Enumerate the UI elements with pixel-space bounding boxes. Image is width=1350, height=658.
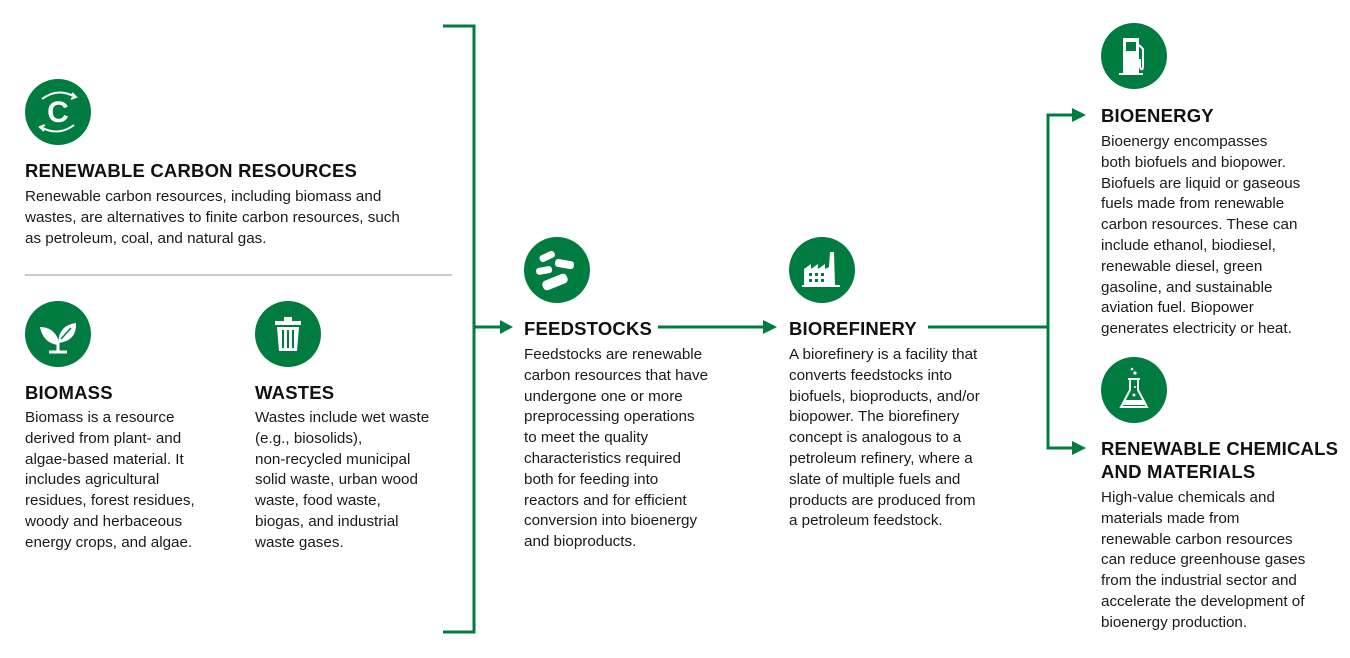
text-line: fuels made from renewable: [1101, 195, 1285, 213]
biomass-title: BIOMASS: [25, 382, 113, 403]
text-line: gasoline, and sustainable: [1101, 278, 1273, 296]
text-line: non-recycled municipal: [255, 450, 411, 468]
text-line: biofuels, bioproducts, and/or: [789, 387, 980, 405]
text-line: derived from plant- and: [25, 429, 182, 447]
text-line: biopower. The biorefinery: [789, 408, 960, 426]
text-line: generates electricity or heat.: [1101, 320, 1292, 338]
text-line: aviation fuel. Biopower: [1101, 299, 1254, 317]
flask-icon: [1101, 357, 1167, 423]
svg-text:C: C: [47, 96, 69, 129]
text-line: includes agricultural: [25, 471, 160, 489]
text-line: Bioenergy encompasses: [1101, 133, 1268, 150]
plant-icon: [25, 301, 91, 367]
bioenergy-title: BIOENERGY: [1101, 105, 1214, 126]
text-line: Feedstocks are renewable: [524, 346, 703, 363]
text-line: bioenergy production.: [1101, 613, 1248, 631]
carbon-cycle-icon: C: [25, 79, 91, 145]
trash-icon: [255, 301, 321, 367]
arrowhead: [763, 320, 777, 334]
text-line: algae-based material. It: [25, 450, 184, 468]
text-line: both for feeding into: [524, 470, 659, 488]
biorefinery-description: A biorefinery is a facility that converts…: [789, 345, 980, 532]
text-line: accelerate the development of: [1101, 592, 1305, 610]
text-line: waste gases.: [255, 533, 344, 551]
text-line: from the industrial sector and: [1101, 572, 1297, 590]
text-line: both biofuels and biopower.: [1101, 153, 1286, 171]
text-line: reactors and for efficient: [524, 491, 687, 509]
factory-icon: [789, 237, 855, 303]
arrowhead: [1072, 108, 1086, 122]
text-line: undergone one or more: [524, 387, 683, 405]
text-line: concept is analogous to a: [789, 429, 962, 447]
text-line: A biorefinery is a facility that: [789, 346, 978, 363]
wastes-title: WASTES: [255, 382, 335, 403]
chemicals-description: High-value chemicals and materials made f…: [1101, 488, 1305, 634]
text-line: Wastes include wet waste: [255, 409, 430, 426]
feedstocks-title: FEEDSTOCKS: [524, 318, 653, 339]
renewable-title: RENEWABLE CARBON RESOURCES: [25, 160, 358, 181]
text-line: to meet the quality: [524, 429, 649, 447]
arrowhead: [500, 320, 513, 334]
text-line: High-value chemicals and: [1101, 489, 1275, 506]
text-line: waste, food waste,: [255, 492, 381, 510]
wastes-description: Wastes include wet waste (e.g., biosolids…: [255, 408, 429, 554]
split-connector: [1046, 113, 1075, 450]
text-line: a petroleum feedstock.: [789, 512, 943, 530]
text-line: wastes, are alternatives to finite carbo…: [25, 208, 400, 226]
text-line: Biomass is a resource: [25, 409, 175, 426]
text-line: residues, forest residues,: [25, 492, 195, 510]
text-line: slate of multiple fuels and: [789, 470, 961, 488]
text-line: (e.g., biosolids),: [255, 429, 363, 447]
text-line: products are produced from: [789, 491, 976, 509]
text-line: energy crops, and algae.: [25, 533, 193, 551]
text-line: characteristics required: [524, 449, 681, 467]
fuel-pump-icon: [1101, 23, 1167, 89]
feedstock-pellets-icon: [524, 237, 590, 303]
text-line: solid waste, urban wood: [255, 471, 418, 489]
bracket: [443, 24, 476, 634]
biomass-description: Biomass is a resource derived from plant-…: [25, 408, 195, 554]
text-line: biogas, and industrial: [255, 512, 399, 530]
text-line: Renewable carbon resources, including bi…: [25, 188, 382, 205]
biorefinery-title: BIOREFINERY: [789, 318, 917, 339]
text-line: materials made from: [1101, 509, 1240, 527]
text-line: Biofuels are liquid or gaseous: [1101, 174, 1301, 192]
text-line: as petroleum, coal, and natural gas.: [25, 229, 267, 247]
text-line: renewable diesel, green: [1101, 257, 1263, 275]
text-line: woody and herbaceous: [25, 512, 183, 530]
text-line: petroleum refinery, where a: [789, 449, 973, 467]
bioenergy-description: Bioenergy encompasses both biofuels and b…: [1101, 132, 1300, 340]
text-line: renewable carbon resources: [1101, 530, 1293, 548]
text-line: include ethanol, biodiesel,: [1101, 236, 1276, 254]
text-line: and bioproducts.: [524, 533, 637, 551]
text-line: converts feedstocks into: [789, 366, 952, 384]
feedstocks-description: Feedstocks are renewable carbon resources…: [524, 345, 708, 553]
arrowhead: [1072, 441, 1086, 455]
text-line: carbon resources that have: [524, 366, 709, 384]
text-line: carbon resources. These can: [1101, 216, 1298, 234]
text-line: preprocessing operations: [524, 408, 695, 426]
text-line: conversion into bioenergy: [524, 512, 698, 530]
renewable-description: Renewable carbon resources, including bi…: [25, 187, 400, 249]
text-line: can reduce greenhouse gases: [1101, 551, 1306, 569]
